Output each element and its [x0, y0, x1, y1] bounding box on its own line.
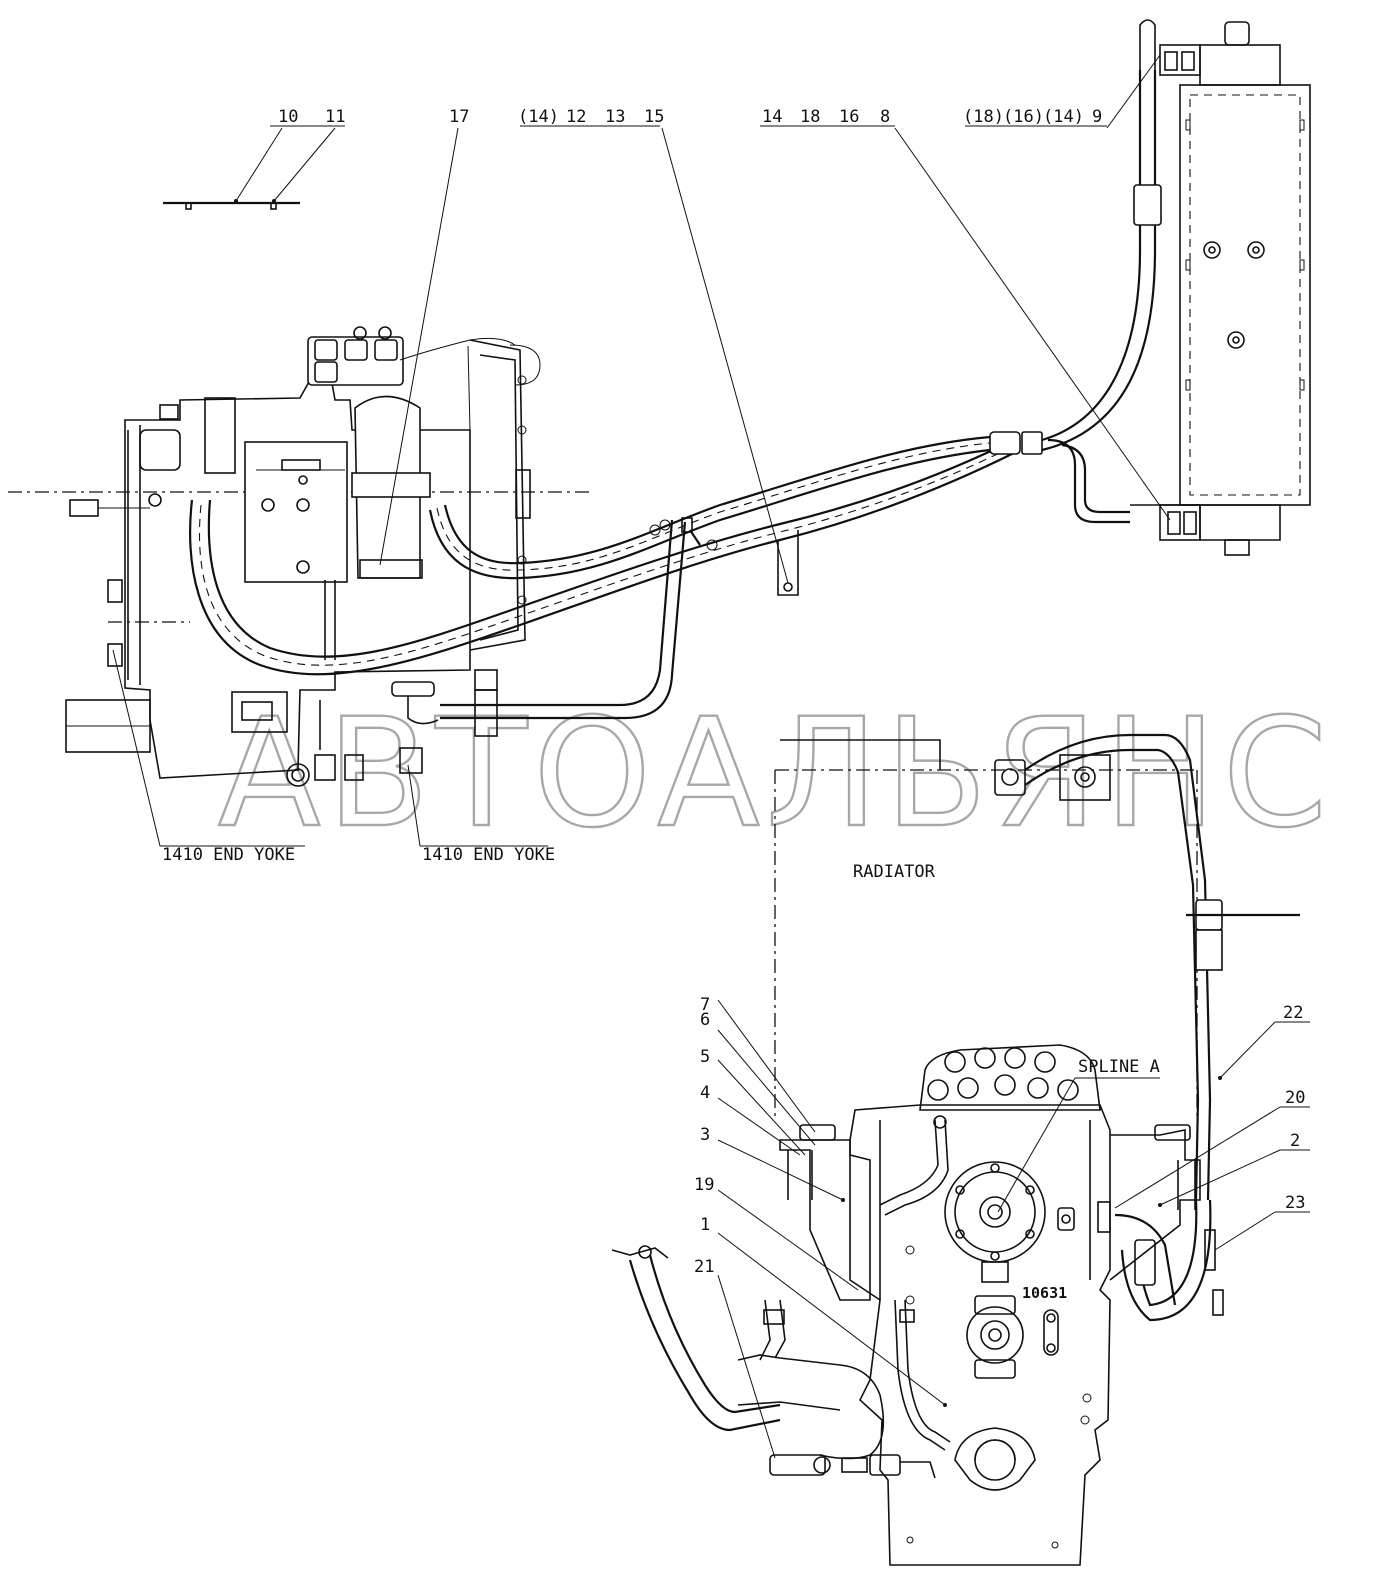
transmission-side-view [65, 326, 541, 787]
callout-9: 9 [1092, 107, 1102, 127]
callout-11: 11 [325, 107, 345, 127]
note-end-yoke-right: 1410 END YOKE [422, 845, 555, 865]
callout-20: 20 [1285, 1088, 1305, 1108]
callout-2: 2 [1290, 1131, 1300, 1151]
callout-17: 17 [449, 107, 469, 127]
note-part-number: 10631 [1022, 1284, 1067, 1302]
callout-7: 7 [700, 995, 710, 1015]
note-spline: SPLINE A [1078, 1057, 1160, 1077]
callout-19: 19 [694, 1175, 714, 1195]
bracket-plate [163, 201, 300, 210]
callout-14: 14 [762, 107, 782, 127]
callout-10: 10 [278, 107, 298, 127]
callout-13: 13 [605, 107, 625, 127]
callout-6: 6 [700, 1010, 710, 1030]
callout-23: 23 [1285, 1193, 1305, 1213]
callout-18-ref: (18) [963, 107, 1004, 127]
transmission-front-view [779, 1044, 1201, 1566]
callout-labels-top: 10 11 17 (14) 12 13 15 14 18 16 8 (18) (… [278, 107, 1102, 127]
callout-16: 16 [839, 107, 859, 127]
note-end-yoke-left: 1410 END YOKE [162, 845, 295, 865]
drawing-notes: 1410 END YOKE 1410 END YOKE RADIATOR SPL… [162, 845, 1160, 1302]
callout-22: 22 [1283, 1003, 1303, 1023]
watermark: АВТОАЛЬЯНС [218, 687, 1333, 861]
callout-8: 8 [880, 107, 890, 127]
upper-hose-routing [189, 19, 1162, 720]
callout-3: 3 [700, 1125, 710, 1145]
callout-12: 12 [566, 107, 586, 127]
callout-15: 15 [644, 107, 664, 127]
callout-18: 18 [800, 107, 820, 127]
callout-4: 4 [700, 1083, 710, 1103]
callout-5: 5 [700, 1047, 710, 1067]
callout-14-ref-2: (14) [1043, 107, 1084, 127]
callout-16-ref: (16) [1003, 107, 1044, 127]
callout-labels-bottom: 7 6 5 4 3 19 1 21 22 20 2 23 [694, 995, 1305, 1277]
callout-21: 21 [694, 1257, 714, 1277]
callout-14-ref: (14) [518, 107, 559, 127]
lower-left-hose-routing [611, 1115, 951, 1479]
note-radiator: RADIATOR [853, 862, 936, 882]
callout-1: 1 [700, 1215, 710, 1235]
leader-lines [112, 54, 1310, 1459]
oil-cooler-assembly [1130, 21, 1311, 556]
